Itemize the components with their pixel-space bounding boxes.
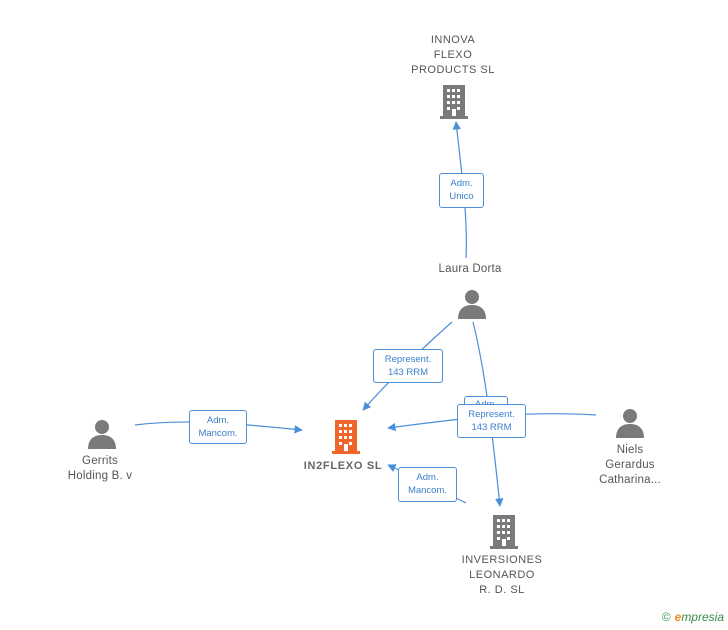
edge-label-gerrits-inflexo: Adm. Mancom.: [189, 410, 247, 444]
edge-label-laura-innova: Adm. Unico: [439, 173, 484, 208]
node-innova-label: INNOVA FLEXO PRODUCTS SL: [393, 33, 513, 78]
copyright-symbol: ©: [661, 610, 671, 624]
edge-label-line: 143 RRM: [387, 367, 429, 378]
node-gerrits-line-2: Holding B. v: [67, 470, 133, 482]
edge-label-inversiones-inflexo: Adm. Mancom.: [398, 467, 457, 502]
node-inversiones-line-2: LEONARDO: [469, 569, 535, 581]
edge-label-niels-inflexo: Represent. 143 RRM: [457, 404, 526, 438]
edge-label-line: Represent.: [468, 409, 515, 420]
edge-label-line: Mancom.: [407, 485, 448, 496]
node-inflexo-line-1: IN2FLEXO SL: [303, 460, 383, 472]
edge-label-laura-inflexo: Represent. 143 RRM: [373, 349, 443, 383]
person-icon[interactable]: [86, 418, 118, 450]
node-niels-line-2: Gerardus: [605, 459, 655, 471]
node-inversiones-label: INVERSIONES LEONARDO R. D. SL: [442, 553, 562, 598]
main-building-icon[interactable]: [331, 419, 363, 455]
node-laura-line-1: Laura Dorta: [438, 263, 502, 275]
edge-label-line: Mancom.: [198, 428, 238, 439]
node-inflexo-label: IN2FLEXO SL: [288, 459, 398, 474]
edge-label-line: Represent.: [384, 354, 432, 365]
node-innova-line-1: INNOVA: [430, 34, 476, 46]
brand-rest: mpresia: [681, 610, 724, 624]
node-inversiones-line-1: INVERSIONES: [461, 554, 543, 566]
node-niels-line-1: Niels: [616, 444, 644, 456]
node-innova-line-2: FLEXO: [433, 49, 473, 61]
node-inversiones-line-3: R. D. SL: [479, 584, 525, 596]
person-icon[interactable]: [614, 407, 646, 439]
node-niels-label: Niels Gerardus Catharina...: [575, 443, 685, 488]
edge-label-line: Adm.: [416, 472, 439, 483]
edge-label-line: 143 RRM: [471, 422, 512, 433]
brand-initial: e: [674, 610, 682, 624]
node-laura-label: Laura Dorta: [410, 262, 530, 277]
person-icon[interactable]: [456, 288, 488, 320]
brand-logo: empresia: [675, 610, 724, 624]
node-innova-line-3: PRODUCTS SL: [411, 64, 495, 76]
edge-label-line: Unico: [449, 191, 474, 202]
edge-label-line: Adm.: [206, 415, 230, 426]
empresia-watermark: © empresia: [662, 610, 724, 624]
node-gerrits-line-1: Gerrits: [82, 455, 118, 467]
edge-label-line: Adm.: [450, 178, 473, 189]
node-niels-line-3: Catharina...: [599, 474, 661, 486]
node-gerrits-label: Gerrits Holding B. v: [40, 454, 160, 484]
building-icon[interactable]: [489, 514, 521, 550]
building-icon[interactable]: [439, 84, 471, 120]
